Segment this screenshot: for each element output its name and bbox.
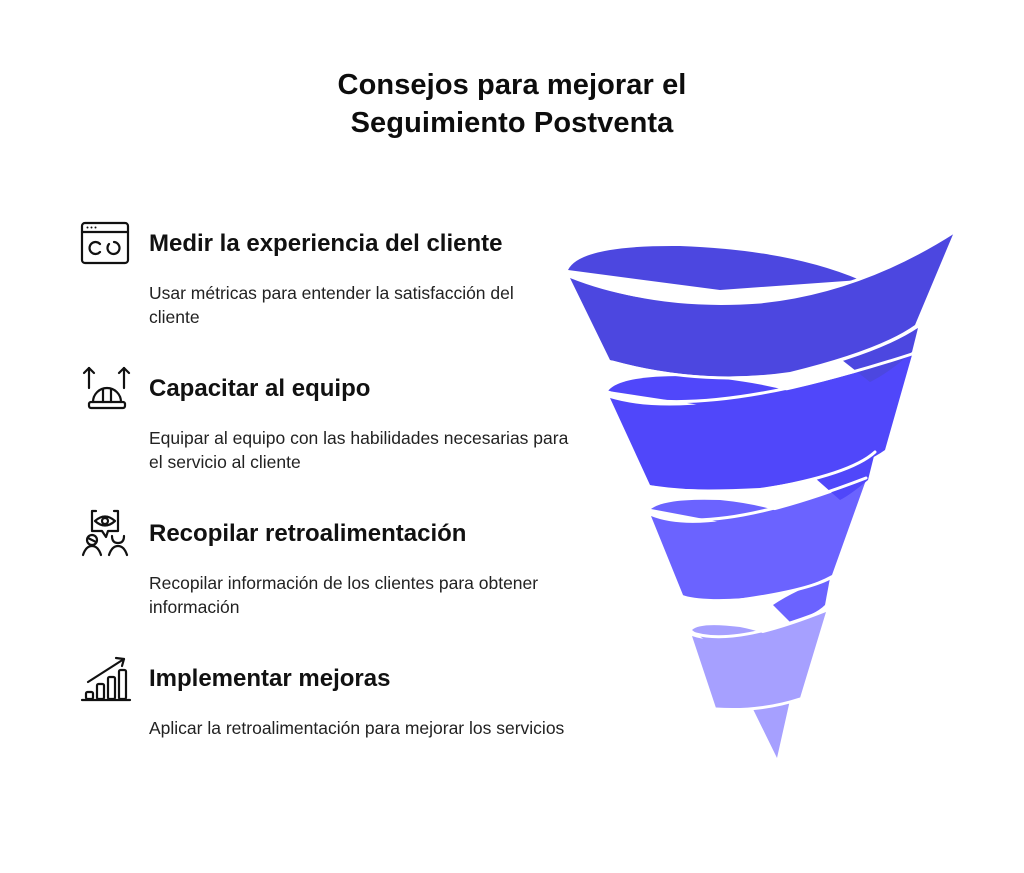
growth-chart-icon <box>78 654 132 704</box>
spiral-funnel-graphic <box>560 225 970 770</box>
funnel-band-4 <box>692 612 826 758</box>
hardhat-arrows-up-icon <box>78 364 132 414</box>
tip-description: Recopilar información de los clientes pa… <box>149 573 539 617</box>
tip-description: Aplicar la retroalimentación para mejora… <box>149 718 565 738</box>
browser-dashboard-icon <box>78 219 132 269</box>
funnel-band-1 <box>568 232 954 377</box>
tip-description: Equipar al equipo con las habilidades ne… <box>149 428 569 472</box>
title-line-2: Seguimiento Postventa <box>350 107 674 139</box>
title-line-1: Consejos para mejorar el <box>337 69 687 101</box>
tip-heading: Implementar mejoras <box>149 665 391 692</box>
funnel-band-2 <box>608 355 912 490</box>
funnel-band-3 <box>651 480 866 600</box>
tip-heading: Capacitar al equipo <box>149 375 371 402</box>
tip-description: Usar métricas para entender la satisfacc… <box>149 283 514 327</box>
tip-heading: Medir la experiencia del cliente <box>149 230 503 257</box>
tip-heading: Recopilar retroalimentación <box>149 520 467 547</box>
page-title: Consejos para mejorar el Seguimiento Pos… <box>0 66 1024 142</box>
people-feedback-eye-icon <box>78 509 132 559</box>
